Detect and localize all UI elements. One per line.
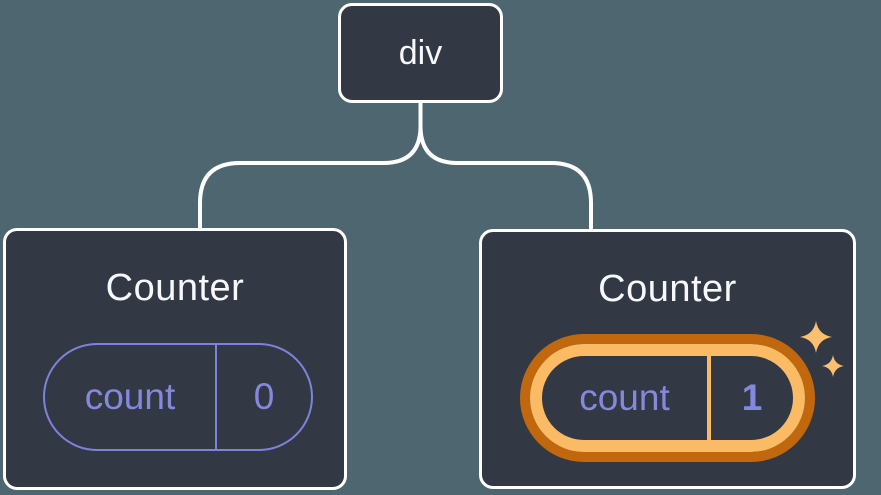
state-pill-divider: [707, 356, 711, 440]
connector-root-to-right-counter: [418, 101, 593, 232]
state-pill-highlighted: count 1: [530, 344, 805, 452]
component-title: Counter: [598, 268, 737, 310]
node-label: div: [398, 33, 443, 72]
state-value: 1: [741, 377, 763, 418]
tree-node-counter-left: Counter count 0: [3, 228, 347, 490]
tree-node-div: div: [338, 3, 503, 103]
tree-node-counter-right: Counter count 1: [479, 229, 856, 489]
state-name-label: count: [579, 377, 670, 418]
state-name-label: count: [84, 376, 176, 417]
state-value: 0: [253, 376, 275, 417]
connector-root-to-left-counter: [198, 101, 423, 232]
component-title: Counter: [105, 267, 245, 309]
state-pill-divider: [215, 345, 217, 449]
state-pill: count 0: [43, 343, 313, 451]
